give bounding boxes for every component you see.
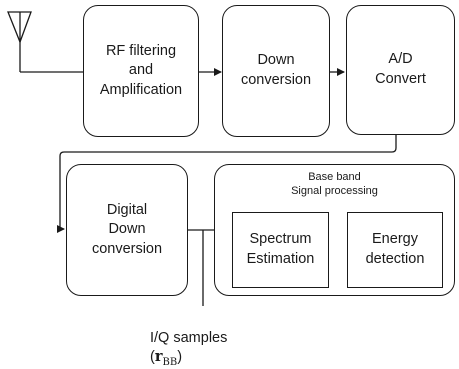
digital-down-conversion-block: Digital Down conversion (66, 164, 188, 296)
arrow-ad-to-ddc (57, 135, 397, 233)
ad-convert-block: A/D Convert (346, 5, 455, 135)
energy-detection-block: Energy detection (347, 212, 443, 288)
down-conversion-block: Down conversion (222, 5, 330, 137)
antenna-icon (7, 11, 32, 72)
rf-filtering-block: RF filtering and Amplification (83, 5, 199, 137)
iq-symbol-subscript: BB (162, 356, 178, 368)
iq-close-paren: ) (177, 348, 183, 365)
iq-samples-label: I/Q samples (rBB) (150, 310, 260, 369)
spectrum-estimation-block: Spectrum Estimation (232, 212, 329, 288)
baseband-title: Base band Signal processing (291, 171, 378, 198)
iq-symbol-r: r (154, 347, 163, 365)
block-diagram (7, 11, 397, 306)
